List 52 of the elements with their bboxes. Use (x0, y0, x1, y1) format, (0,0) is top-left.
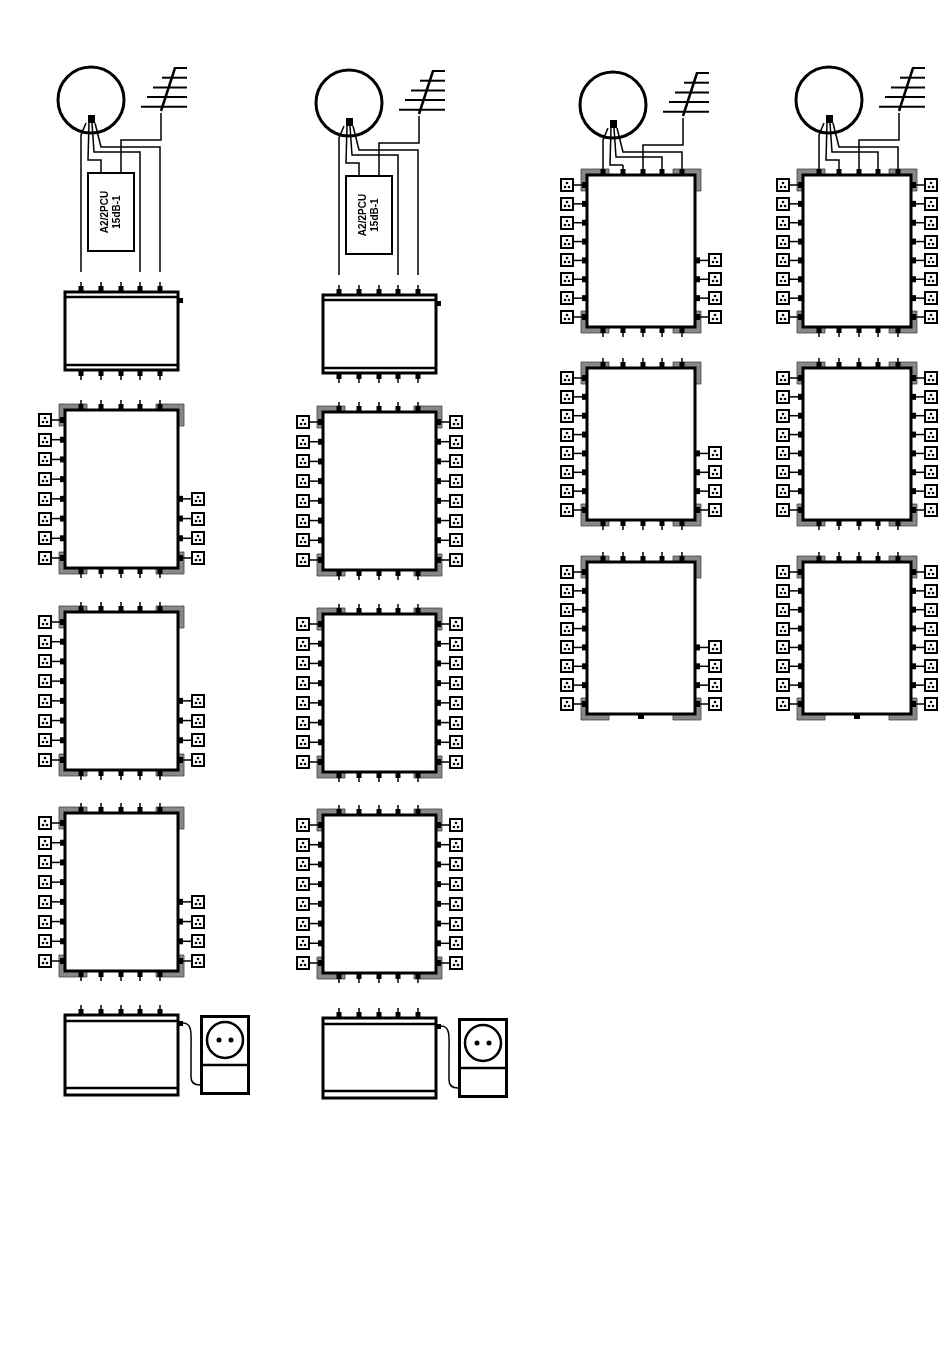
cable-line (832, 122, 899, 166)
cable-line (829, 122, 879, 166)
multiswitch-box (574, 358, 708, 530)
wall-socket (458, 1018, 508, 1098)
cable-line (602, 127, 609, 166)
power-supply-box (323, 1008, 442, 1098)
cable-line (345, 125, 360, 176)
antenna-drawing (140, 66, 189, 113)
satellite-dish (314, 68, 384, 138)
cable-line (642, 117, 684, 166)
satellite-dish (794, 65, 864, 135)
cable-line (440, 1025, 459, 1089)
multiswitch-box (52, 400, 191, 578)
antenna-drawing (398, 69, 447, 116)
antenna-drawing (662, 71, 711, 118)
satellite-dish (578, 70, 648, 140)
satellite-dish (56, 65, 126, 135)
amplifier-box (87, 172, 135, 252)
power-supply-box (65, 1005, 184, 1095)
cable-line (87, 122, 102, 173)
cable-line (338, 125, 345, 276)
multiswitch-box (574, 165, 708, 337)
amplifier-box (345, 175, 393, 255)
cable-line (825, 122, 840, 166)
cable-line (613, 127, 663, 166)
antenna-drawing (878, 66, 927, 113)
multiswitch-box (52, 602, 191, 780)
cable-line (352, 125, 419, 276)
multiswitch-box (574, 552, 708, 724)
multiswitch-box (310, 402, 449, 580)
model-label: A2/2PCU 15dB-1 (99, 189, 123, 236)
cable-line (91, 122, 141, 273)
amplifier-box (323, 285, 442, 383)
cable-line (818, 122, 825, 166)
multiswitch-box (790, 165, 924, 337)
cable-line (94, 122, 161, 273)
wall-socket (200, 1015, 250, 1095)
model-label: A2/2PCU 15dB-1 (357, 192, 381, 239)
multiswitch-box (310, 805, 449, 983)
cable-line (609, 127, 624, 166)
multiswitch-box (310, 604, 449, 782)
cable-line (120, 112, 162, 173)
cable-line (182, 1022, 201, 1086)
multiswitch-box (790, 358, 924, 530)
multiswitch-box (790, 552, 924, 724)
amplifier-box (65, 282, 184, 380)
cable-line (349, 125, 399, 276)
cable-line (616, 127, 683, 166)
multiswitch-box (52, 803, 191, 981)
cable-line (858, 112, 900, 166)
cable-line (80, 122, 87, 273)
cable-line (378, 115, 420, 176)
